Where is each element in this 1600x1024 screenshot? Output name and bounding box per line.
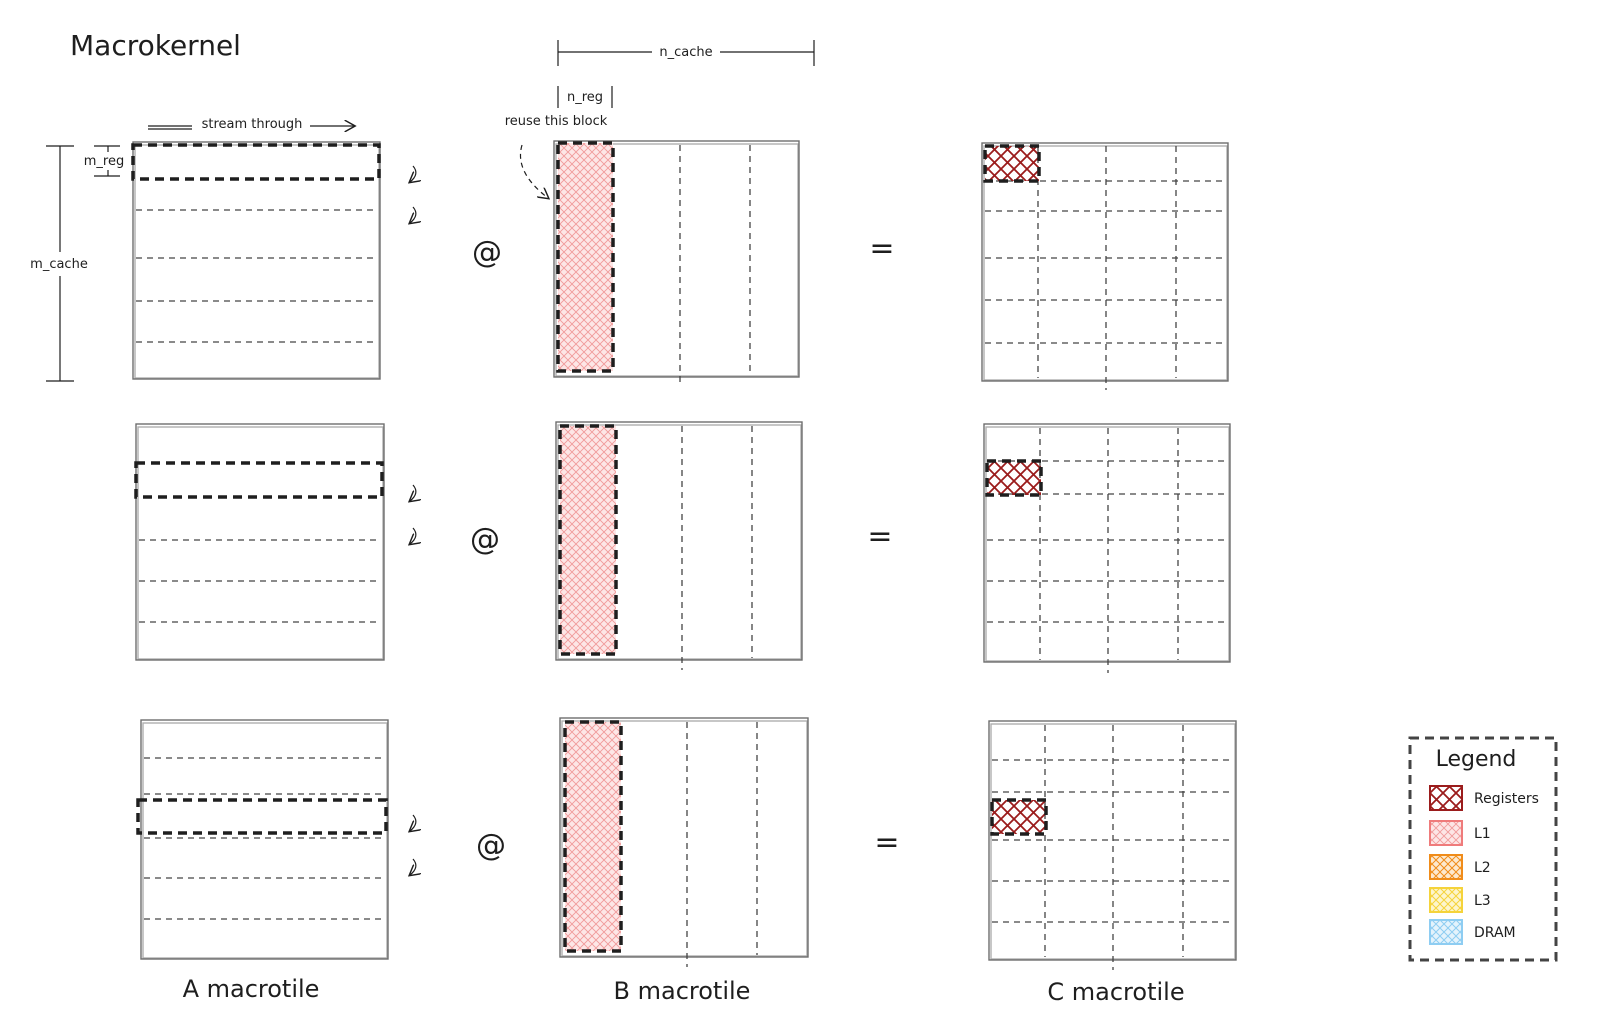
legend-title: Legend [1436,747,1517,772]
n-cache-dimension: n_cache [557,40,815,66]
registers-block [985,146,1039,181]
legend-label: Registers [1474,791,1539,807]
a-macrotile-caption: A macrotile [183,975,320,1003]
curved-arrow [410,858,416,875]
legend-label: DRAM [1474,925,1516,941]
m-reg-dimension: m_reg [84,145,124,177]
a-macrotile-1 [131,141,416,380]
legend-swatch [1429,785,1463,811]
curved-arrow [410,814,416,831]
c-macrotile-3 [988,720,1237,970]
equals-operator: = [869,231,894,266]
legend-swatch [1429,919,1463,945]
c-register-block [985,459,1043,497]
m-cache-label: m_cache [30,257,88,272]
legend-item-l3: L3 [1429,887,1491,913]
legend-item-dram: DRAM [1429,919,1516,945]
b-column-block [563,720,623,953]
legend-label: L1 [1474,826,1491,842]
registers-block [987,461,1041,495]
l1-block [565,722,621,951]
b-column-block [558,424,618,656]
legend-item-l1: L1 [1429,820,1491,846]
legend-label: L2 [1474,860,1491,876]
legend-swatch [1429,820,1463,846]
a-macrotile-3 [136,719,416,960]
curved-arrow [410,527,416,544]
b-macrotile-3 [559,717,809,967]
legend-swatch [1429,887,1463,913]
matmul-operator: @ [476,828,506,863]
legend-label: L3 [1474,893,1491,909]
l1-block [558,143,613,371]
matmul-operator: @ [472,235,502,270]
m-reg-label: m_reg [84,154,124,169]
row-3: @ = [136,717,1237,970]
curved-arrow [410,484,416,501]
b-macrotile-2 [555,421,803,670]
curved-arrow [410,165,416,182]
reuse-block-label: reuse this block [505,114,608,129]
a-row-block [134,461,384,499]
stream-through-annotation: stream through [148,117,354,132]
b-macrotile-1 [553,140,800,386]
row-1: @ = [131,140,1229,390]
legend-item-registers: Registers [1429,785,1539,811]
curved-arrow [410,206,416,223]
a-macrotile-2 [134,423,416,661]
a-row-block [136,798,388,835]
legend-swatch [1429,854,1463,880]
c-macrotile-2 [983,423,1231,673]
l1-block [560,426,616,654]
registers-block [992,800,1046,834]
n-cache-label: n_cache [659,45,712,60]
n-reg-label: n_reg [567,90,603,105]
stream-through-label: stream through [202,117,303,132]
reuse-arrow [519,144,548,198]
equals-operator: = [874,825,899,860]
row-2: @ = [134,421,1231,673]
matmul-operator: @ [470,522,500,557]
legend-item-l2: L2 [1429,854,1491,880]
c-register-block [990,798,1048,836]
a-row-block [131,143,381,181]
b-macrotile-caption: B macrotile [614,977,751,1005]
b-column-block [556,141,615,373]
m-cache-dimension: m_cache [30,145,88,382]
diagram-title: Macrokernel [70,29,241,62]
legend: Legend Registers L1 L2 L3 DRAM [1408,736,1558,962]
c-macrotile-caption: C macrotile [1047,978,1184,1006]
c-macrotile-1 [981,142,1229,390]
n-reg-dimension: n_reg [557,86,613,108]
equals-operator: = [867,519,892,554]
